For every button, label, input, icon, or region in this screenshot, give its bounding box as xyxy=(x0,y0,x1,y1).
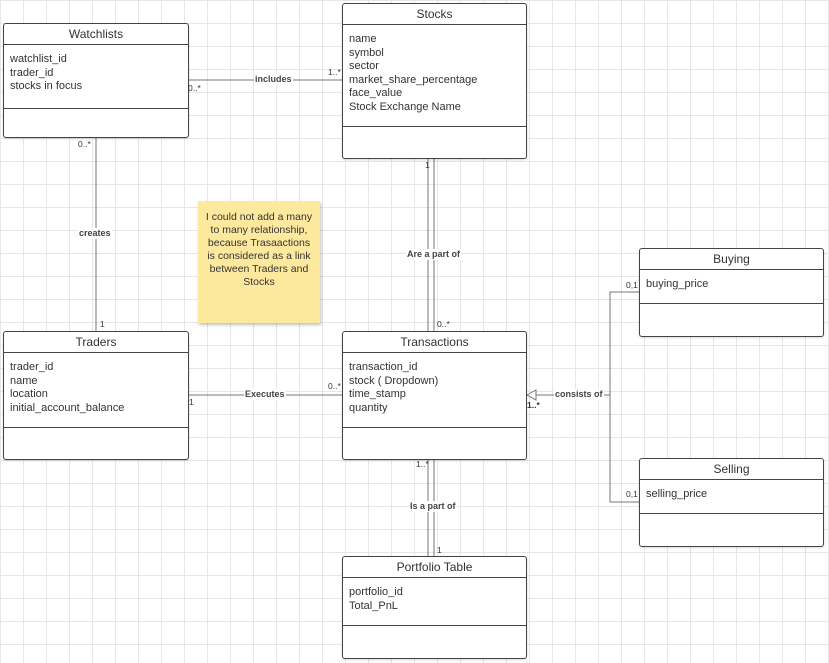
attr-transaction-id: transaction_id xyxy=(349,361,418,373)
attr-initial-account-balance: initial_account_balance xyxy=(10,401,125,414)
mult-part-of-transactions: 0..* xyxy=(437,319,450,329)
attr-selling-price: selling_price xyxy=(646,488,708,500)
attr-trader-id: trader_id xyxy=(10,361,54,373)
label-creates: creates xyxy=(78,228,112,239)
attr-market-share-percentage: market_share_percentage xyxy=(349,73,478,86)
attr-stock-dropdown: stock ( Dropdown) xyxy=(349,374,439,387)
attr-name: name xyxy=(349,33,377,45)
class-traders-attributes: trader_id name location initial_account_… xyxy=(4,353,188,428)
label-includes: includes xyxy=(254,74,293,85)
attr-trader-id: trader_id xyxy=(10,66,54,79)
class-watchlists-title: Watchlists xyxy=(4,24,188,45)
mult-includes-stocks: 1..* xyxy=(328,67,341,77)
mult-consists-selling: 0,1 xyxy=(626,489,638,499)
attr-symbol: symbol xyxy=(349,46,384,59)
attr-stocks-in-focus: stocks in focus xyxy=(10,80,83,93)
class-portfolio-table-attributes: portfolio_id Total_PnL xyxy=(343,578,526,626)
class-traders[interactable]: Traders trader_id name location initial_… xyxy=(3,331,189,460)
class-transactions[interactable]: Transactions transaction_id stock ( Drop… xyxy=(342,331,527,460)
class-watchlists[interactable]: Watchlists watchlist_id trader_id stocks… xyxy=(3,23,189,138)
attr-total-pnl: Total_PnL xyxy=(349,599,398,612)
class-transactions-attributes: transaction_id stock ( Dropdown) time_st… xyxy=(343,353,526,428)
class-selling[interactable]: Selling selling_price xyxy=(639,458,824,547)
attr-time-stamp: time_stamp xyxy=(349,388,406,401)
class-selling-attributes: selling_price xyxy=(640,480,823,514)
attr-buying-price: buying_price xyxy=(646,278,709,290)
attr-watchlist-id: watchlist_id xyxy=(10,53,67,65)
label-executes: Executes xyxy=(244,389,286,400)
mult-executes-transactions: 0..* xyxy=(328,381,341,391)
line-to-buying xyxy=(609,291,639,503)
attr-sector: sector xyxy=(349,60,379,73)
class-stocks-attributes: name symbol sector market_share_percenta… xyxy=(343,25,526,127)
class-portfolio-table[interactable]: Portfolio Table portfolio_id Total_PnL xyxy=(342,556,527,659)
mult-part-of-portfolio-transactions: 1..* xyxy=(416,459,429,469)
attr-stock-exchange-name: Stock Exchange Name xyxy=(349,100,461,113)
attr-location: location xyxy=(10,388,48,401)
sticky-note[interactable]: I could not add a many to many relations… xyxy=(198,201,320,323)
class-selling-title: Selling xyxy=(640,459,823,480)
label-is-a-part-of: Is a part of xyxy=(409,501,457,512)
class-watchlists-attributes: watchlist_id trader_id stocks in focus xyxy=(4,45,188,109)
class-stocks[interactable]: Stocks name symbol sector market_share_p… xyxy=(342,3,527,159)
mult-consists-transactions: 1..* xyxy=(527,400,540,410)
class-buying-attributes: buying_price xyxy=(640,270,823,304)
attr-name: name xyxy=(10,374,38,387)
class-portfolio-table-title: Portfolio Table xyxy=(343,557,526,578)
mult-part-of-stocks: 1 xyxy=(425,160,430,170)
attr-face-value: face_value xyxy=(349,87,403,100)
class-transactions-title: Transactions xyxy=(343,332,526,353)
class-buying[interactable]: Buying buying_price xyxy=(639,248,824,337)
class-traders-title: Traders xyxy=(4,332,188,353)
mult-creates-traders: 1 xyxy=(100,319,105,329)
mult-consists-buying: 0,1 xyxy=(626,280,638,290)
attr-portfolio-id: portfolio_id xyxy=(349,586,403,598)
class-stocks-title: Stocks xyxy=(343,4,526,25)
class-buying-title: Buying xyxy=(640,249,823,270)
mult-part-of-portfolio-table: 1 xyxy=(437,545,442,555)
mult-creates-watchlists: 0..* xyxy=(78,139,91,149)
mult-executes-traders: 1 xyxy=(189,397,194,407)
generalization-arrow xyxy=(525,389,537,401)
label-are-a-part-of: Are a part of xyxy=(406,249,462,260)
attr-quantity: quantity xyxy=(349,401,388,414)
mult-includes-watchlists: 0..* xyxy=(188,83,201,93)
label-consists-of: consists of xyxy=(554,389,604,400)
